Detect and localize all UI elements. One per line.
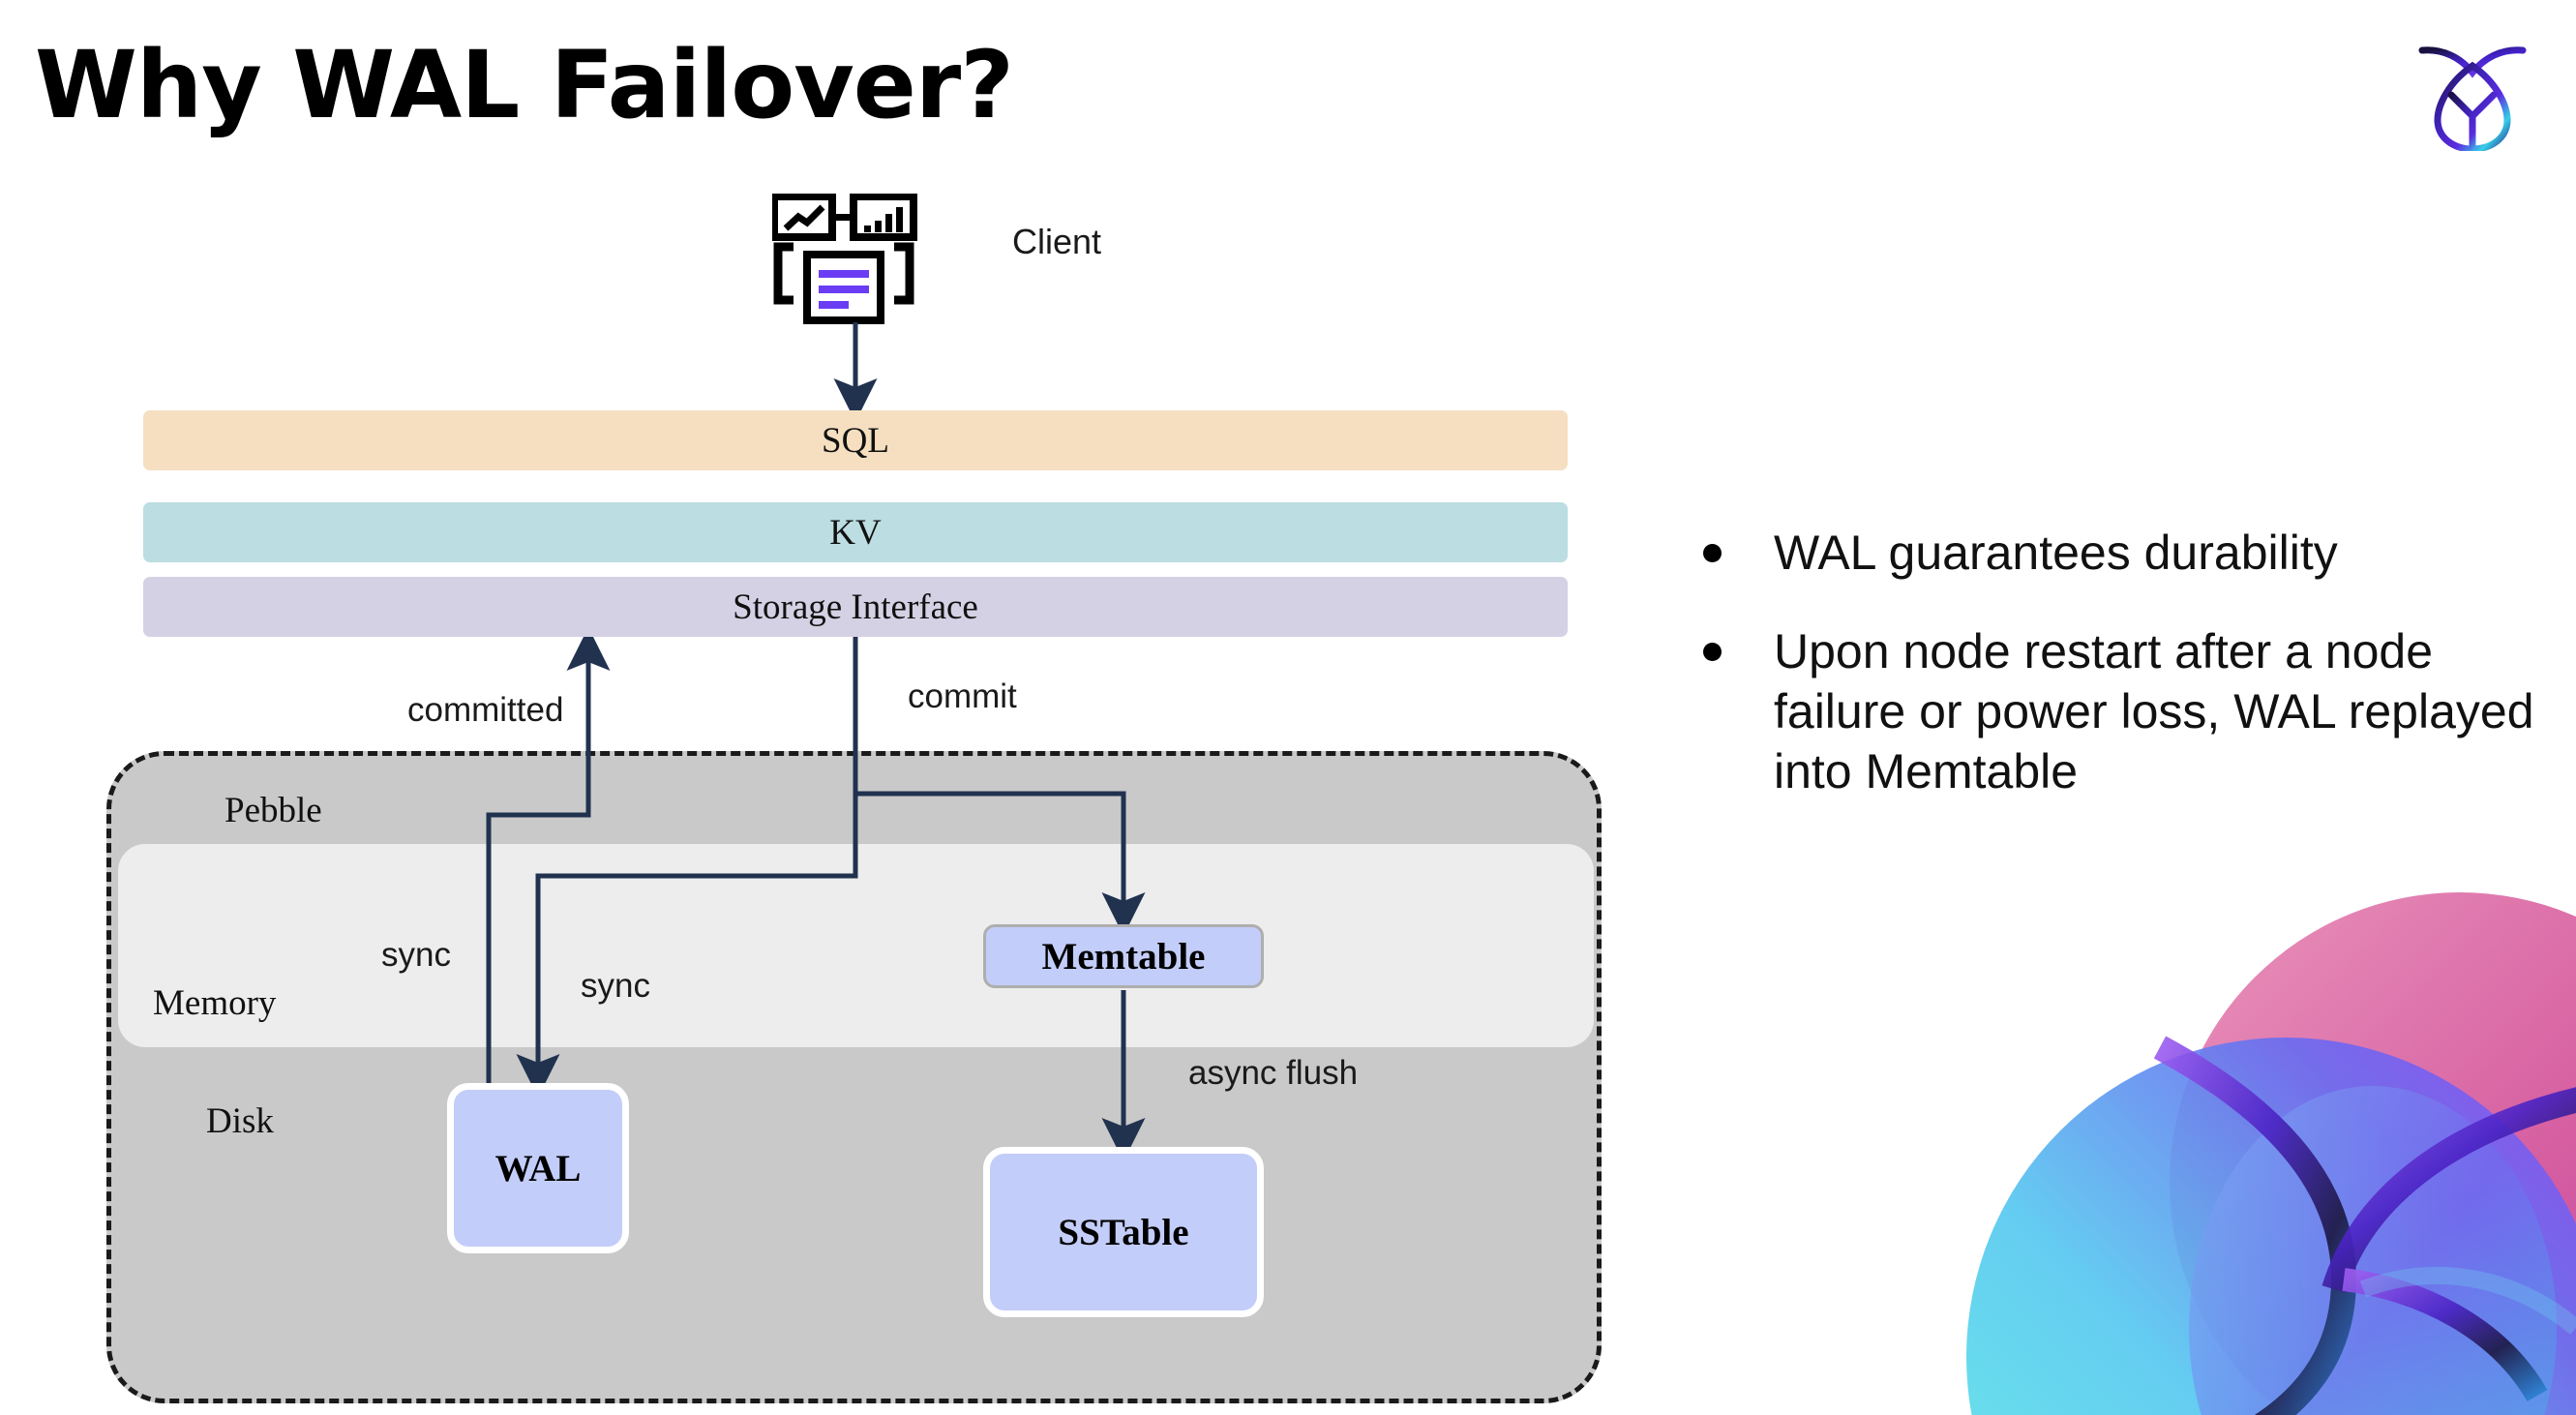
pebble-label: Pebble: [225, 791, 322, 830]
client-label: Client: [1012, 222, 1102, 261]
client-dashboard-icon: [770, 193, 927, 324]
node-wal: WAL: [447, 1083, 629, 1253]
layer-storage-interface: Storage Interface: [143, 577, 1568, 637]
edge-label-async-flush: async flush: [1188, 1054, 1359, 1092]
cockroachdb-logo-icon: [2414, 27, 2531, 153]
edge-label-sync-1: sync: [381, 936, 451, 974]
page-title: Why WAL Failover?: [35, 31, 1014, 139]
edge-label-sync-2: sync: [581, 967, 650, 1005]
list-item: WAL guarantees durability: [1703, 523, 2535, 583]
memory-zone: [118, 844, 1594, 1047]
bullet-text: WAL guarantees durability: [1774, 526, 2338, 580]
bullet-text: Upon node restart after a node failure o…: [1774, 624, 2534, 798]
list-item: Upon node restart after a node failure o…: [1703, 621, 2535, 801]
architecture-diagram: Client Pebble Memory Disk SQL: [106, 193, 1602, 1403]
bullet-list: WAL guarantees durability Upon node rest…: [1703, 523, 2535, 840]
memory-label: Memory: [153, 983, 277, 1023]
node-sstable: SSTable: [983, 1147, 1264, 1317]
edge-label-commit: commit: [908, 677, 1017, 715]
bullet-dot-icon: [1703, 643, 1722, 661]
node-memtable: Memtable: [983, 924, 1264, 988]
layer-kv: KV: [143, 502, 1568, 562]
layer-sql: SQL: [143, 410, 1568, 470]
gradient-circles-decoration: [1918, 873, 2576, 1415]
bullet-dot-icon: [1703, 544, 1722, 562]
disk-label: Disk: [206, 1101, 274, 1141]
edge-label-committed: committed: [407, 691, 564, 729]
